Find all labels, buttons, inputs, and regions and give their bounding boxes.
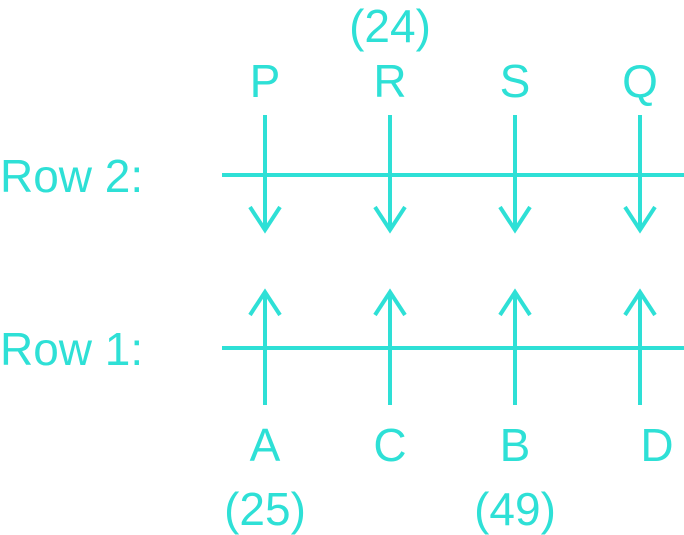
row-2-arrow-2-down-icon bbox=[373, 115, 407, 234]
row-1-person-2: C bbox=[373, 419, 406, 471]
row-2-person-1: P bbox=[250, 55, 281, 107]
row-1-arrow-1-up-icon bbox=[248, 288, 282, 405]
row-1-arrow-3-up-icon bbox=[498, 288, 532, 405]
row-2-person-3: S bbox=[500, 55, 531, 107]
row-2-arrow-3-down-icon bbox=[498, 115, 532, 234]
row-1-person-1: A bbox=[250, 419, 281, 471]
row-1-arrow-4-up-icon bbox=[623, 288, 657, 405]
row-1-label: Row 1: bbox=[0, 323, 143, 375]
row-2-arrow-1-down-icon bbox=[248, 115, 282, 234]
row-1-arrow-2-up-icon bbox=[373, 288, 407, 405]
row-1-person-3-value: (49) bbox=[474, 483, 556, 535]
row-2-label: Row 2: bbox=[0, 150, 143, 202]
row-2-person-2: R bbox=[373, 55, 406, 107]
row-2-person-4: Q bbox=[622, 55, 658, 107]
row-1-person-4: D bbox=[640, 419, 673, 471]
row-1-person-3: B bbox=[500, 419, 531, 471]
row-1-person-1-value: (25) bbox=[224, 483, 306, 535]
row-2-person-2-value: (24) bbox=[349, 0, 431, 52]
row-2-arrow-4-down-icon bbox=[623, 115, 657, 234]
